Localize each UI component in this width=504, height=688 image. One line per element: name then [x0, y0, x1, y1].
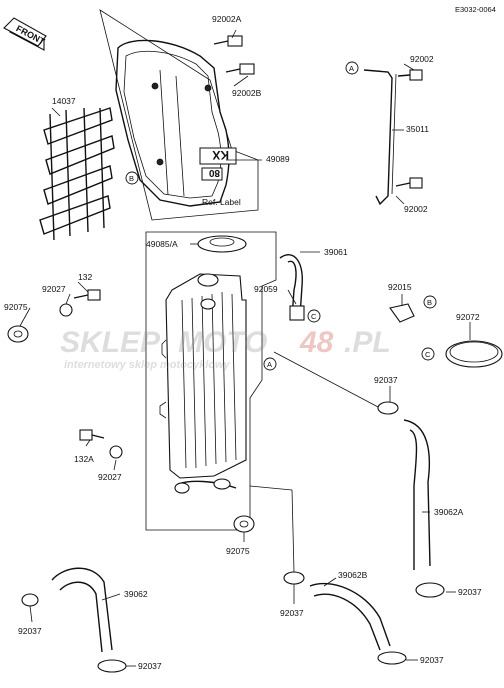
watermark-tagline: internetowy sklep motocyklowy — [64, 359, 231, 371]
label-39062a: 39062A — [434, 507, 464, 517]
label-92072: 92072 — [456, 312, 480, 322]
watermark-right: .PL — [344, 326, 391, 359]
radiator — [159, 273, 247, 494]
label-92015: 92015 — [388, 282, 412, 292]
label-92037-bc: 92037 — [280, 608, 304, 618]
eighty-mark: 80 — [208, 167, 220, 178]
callout-a-top-text: A — [349, 64, 354, 73]
bolt-132 — [73, 289, 101, 301]
lower-outline — [145, 231, 277, 531]
label-49089: 49089 — [266, 154, 290, 164]
label-92059: 92059 — [254, 284, 278, 294]
band-92072 — [445, 340, 503, 368]
kx-mark: KX — [212, 148, 229, 162]
label-14037: 14037 — [52, 96, 76, 106]
washer-92027-top — [59, 303, 73, 317]
leader-lines — [19, 29, 471, 667]
grommet-92075-bot — [233, 515, 255, 533]
watermark: SKLEP MOTO 48 .PL internetowy sklep moto… — [60, 326, 391, 371]
bolt-132a — [79, 429, 105, 441]
callout-b-lower-text: B — [427, 298, 432, 307]
callout-c-upper: C — [307, 309, 321, 323]
radiator-cap — [197, 235, 247, 253]
callout-c-lower-text: C — [425, 350, 431, 359]
washer-92027-bot — [109, 445, 123, 459]
callout-c-upper-text: C — [311, 312, 317, 321]
label-39062: 39062 — [124, 589, 148, 599]
label-132: 132 — [78, 272, 92, 282]
front-arrow: FRONT — [3, 17, 47, 51]
bolt-92002b — [225, 63, 255, 75]
callout-a-top: A — [345, 61, 359, 75]
callout-c-lower: C — [421, 347, 435, 361]
watermark-left: SKLEP — [60, 326, 161, 359]
hose-39062a — [403, 419, 445, 598]
label-92002a: 92002A — [212, 14, 242, 24]
part-labels: 92002A 92002B 14037 49089 92002 35011 92… — [4, 14, 482, 671]
label-39061: 39061 — [324, 247, 348, 257]
watermark-mid: MOTO — [178, 326, 267, 359]
clip-92015 — [389, 303, 415, 323]
label-92002-mid: 92002 — [404, 204, 428, 214]
watermark-num: 48 — [299, 326, 334, 359]
callout-b-upper: B — [125, 171, 139, 185]
label-39062b: 39062B — [338, 570, 368, 580]
louvre-grille — [39, 107, 115, 241]
bolt-92002a — [213, 35, 243, 47]
hose-39061 — [279, 254, 305, 321]
bracket-35011 — [363, 69, 423, 206]
label-49085a: 49085/A — [146, 239, 178, 249]
label-92037-bl: 92037 — [18, 626, 42, 636]
label-132a: 132A — [74, 454, 94, 464]
ref-label: Ref. Label — [202, 197, 241, 207]
label-92002b: 92002B — [232, 88, 262, 98]
clamp-92037-right — [377, 401, 399, 415]
label-35011: 35011 — [406, 124, 429, 134]
label-92075-bot: 92075 — [226, 546, 250, 556]
hose-39062b — [283, 571, 407, 665]
label-92037-brr: 92037 — [420, 655, 444, 665]
kx-decal: KX 80 — [199, 147, 237, 181]
callout-b-lower: B — [423, 295, 437, 309]
label-92027-top: 92027 — [42, 284, 66, 294]
label-92037-right: 92037 — [374, 375, 398, 385]
label-92027-bot: 92027 — [98, 472, 122, 482]
grommet-92075-left — [7, 325, 29, 343]
hose-39062 — [21, 567, 127, 673]
label-92075-left: 92075 — [4, 302, 28, 312]
diagram-code: E3032-0064 — [455, 5, 496, 14]
callout-a-lower: A — [263, 357, 277, 371]
label-92037-br: 92037 — [458, 587, 482, 597]
hose-link-a — [273, 351, 381, 409]
callout-a-lower-text: A — [267, 360, 272, 369]
callout-b-upper-text: B — [129, 174, 134, 183]
label-92002-top: 92002 — [410, 54, 434, 64]
label-92037-bottom: 92037 — [138, 661, 162, 671]
